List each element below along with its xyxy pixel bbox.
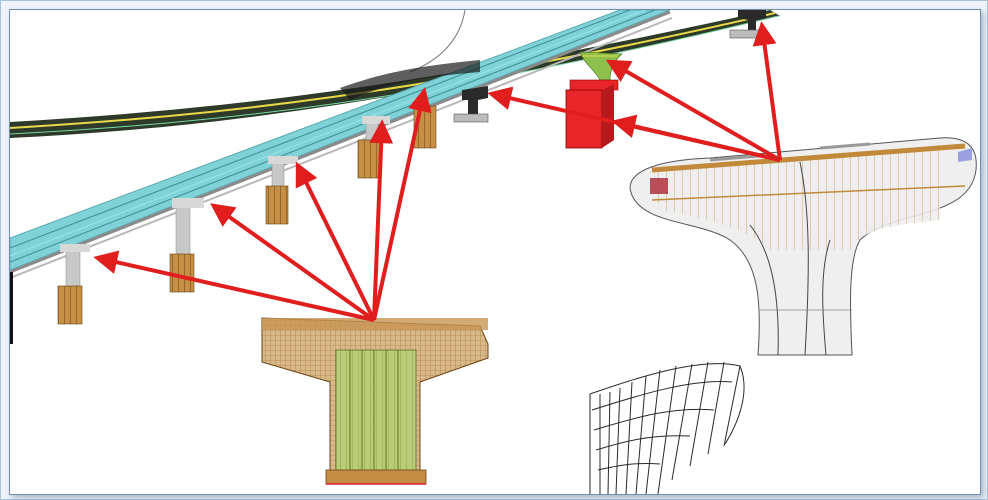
callout-arrows-lower (93, 87, 432, 322)
curved-rebar-detail (589, 361, 745, 494)
upper-roadway (10, 10, 780, 138)
bridge-model-drawing (10, 10, 977, 494)
pier-rebar-cage (261, 317, 489, 485)
pier-3 (265, 156, 298, 225)
pier-cap-dark-1 (453, 86, 489, 123)
pier-2 (169, 198, 204, 293)
highlighted-pier (565, 51, 623, 149)
ramp-junction (340, 60, 480, 100)
bridge-model-viewport[interactable] (9, 9, 981, 495)
callout-arrows-upper (487, 21, 782, 162)
pier-1 (57, 244, 90, 325)
abutment-post (10, 272, 13, 344)
pier-cap-detail (629, 137, 977, 356)
